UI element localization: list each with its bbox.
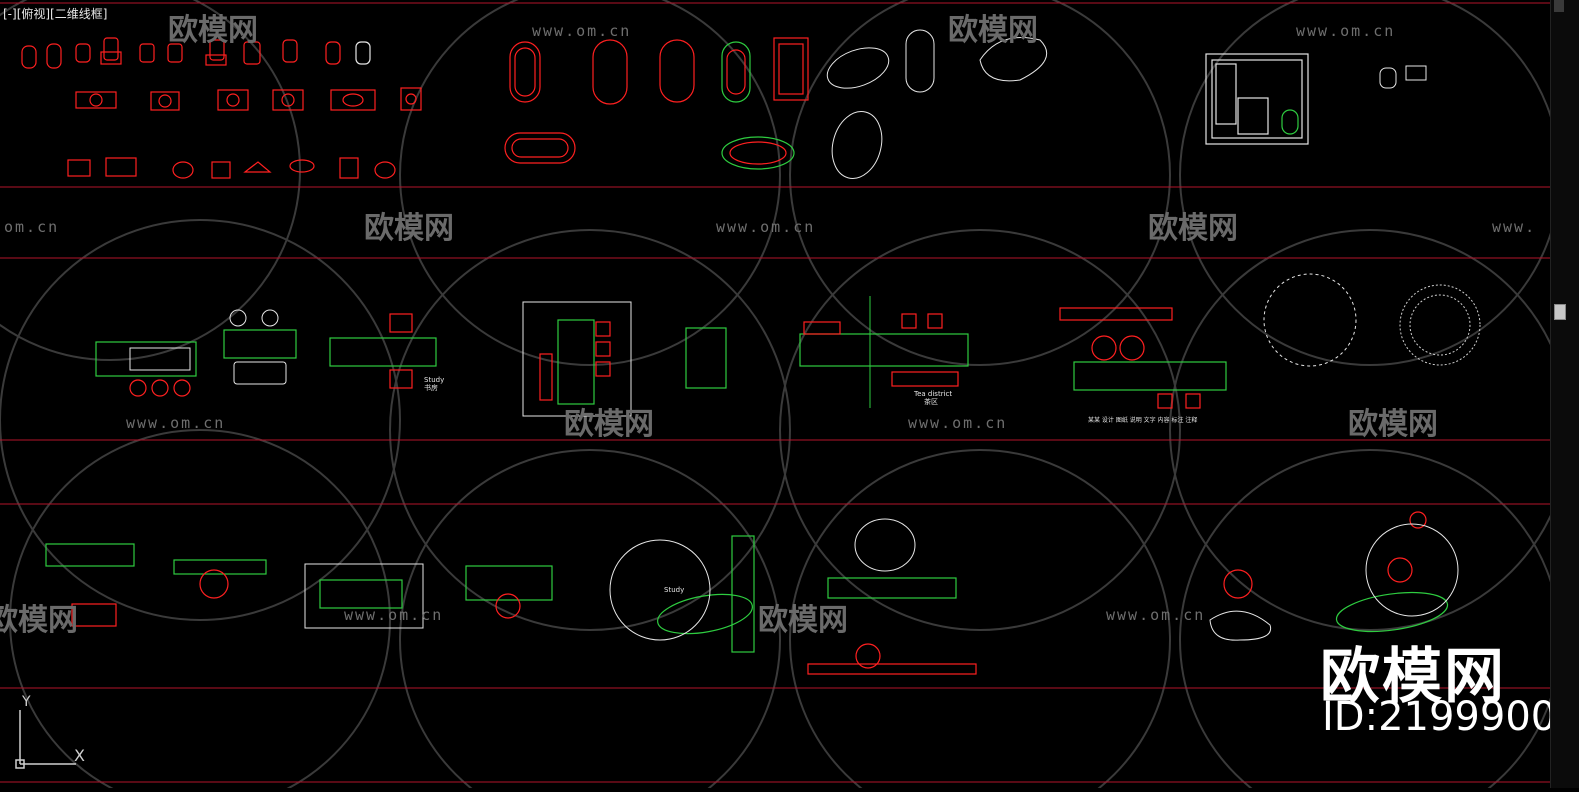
study-label-2: Study	[664, 586, 684, 594]
drawing-labels: Study 书房 Tea district 茶区 Study 某某 设计 图纸 …	[424, 376, 1197, 594]
svg-text:欧模网: 欧模网	[168, 13, 258, 48]
tree-symbols[interactable]	[1263, 273, 1481, 367]
separator-lines	[0, 2, 1550, 783]
svg-text:www.: www.	[1492, 218, 1536, 236]
bathroom-plan[interactable]	[1205, 53, 1309, 145]
viewport-controls-label[interactable]: [-][俯视][二维线框]	[3, 7, 108, 21]
row3-white[interactable]	[304, 518, 1459, 641]
svg-text:欧模网: 欧模网	[758, 603, 848, 638]
tea-district-label: Tea district	[913, 390, 952, 398]
svg-text:www.om.cn: www.om.cn	[908, 414, 1007, 432]
toilet-symbols[interactable]	[21, 37, 371, 69]
svg-text:欧模网: 欧模网	[0, 603, 78, 638]
svg-text:欧模网: 欧模网	[564, 407, 654, 442]
ucs-icon	[15, 710, 76, 769]
ucs-x-label: X	[74, 746, 85, 765]
big-brand-watermark: 欧模网	[1320, 642, 1506, 712]
study-sub-label: 书房	[424, 383, 438, 392]
scrollbar-thumb[interactable]	[1554, 304, 1566, 320]
desk-outlines-white[interactable]	[129, 296, 871, 417]
svg-text:欧模网: 欧模网	[948, 13, 1038, 48]
study-label: Study	[424, 376, 444, 384]
scrollbar-top-arrow[interactable]	[1554, 0, 1564, 12]
fixture-small-icons[interactable]	[1379, 65, 1427, 89]
chair-symbols-red[interactable]	[129, 307, 1201, 409]
id-watermark: ID:2199900	[1322, 694, 1557, 740]
svg-text:www.om.cn: www.om.cn	[126, 414, 225, 432]
vertical-scrollbar[interactable]	[1550, 0, 1579, 788]
svg-text:欧模网: 欧模网	[364, 211, 454, 246]
freestanding-bath-symbols[interactable]	[822, 29, 1048, 184]
desk-layouts-green[interactable]	[95, 319, 1227, 405]
svg-text:www.om.cn: www.om.cn	[716, 218, 815, 236]
row3-green[interactable]	[45, 535, 1450, 653]
svg-text:www.om.cn: www.om.cn	[1106, 606, 1205, 624]
svg-text:om.cn: om.cn	[4, 218, 59, 236]
watermark-text: www.om.cn www.om.cn om.cn www.om.cn www.…	[0, 13, 1536, 638]
bathtub-symbols[interactable]	[504, 37, 809, 170]
basin-symbols[interactable]	[67, 87, 422, 179]
note-label: 某某 设计 图纸 说明 文字 内容 标注 注释	[1088, 416, 1197, 424]
row3-red[interactable]	[71, 511, 1427, 675]
svg-text:www.om.cn: www.om.cn	[344, 606, 443, 624]
svg-text:www.om.cn: www.om.cn	[532, 22, 631, 40]
svg-text:www.om.cn: www.om.cn	[1296, 22, 1395, 40]
tea-district-sub-label: 茶区	[924, 397, 938, 406]
ucs-y-label: Y	[22, 694, 31, 710]
svg-text:欧模网: 欧模网	[1148, 211, 1238, 246]
svg-text:欧模网: 欧模网	[1348, 407, 1438, 442]
